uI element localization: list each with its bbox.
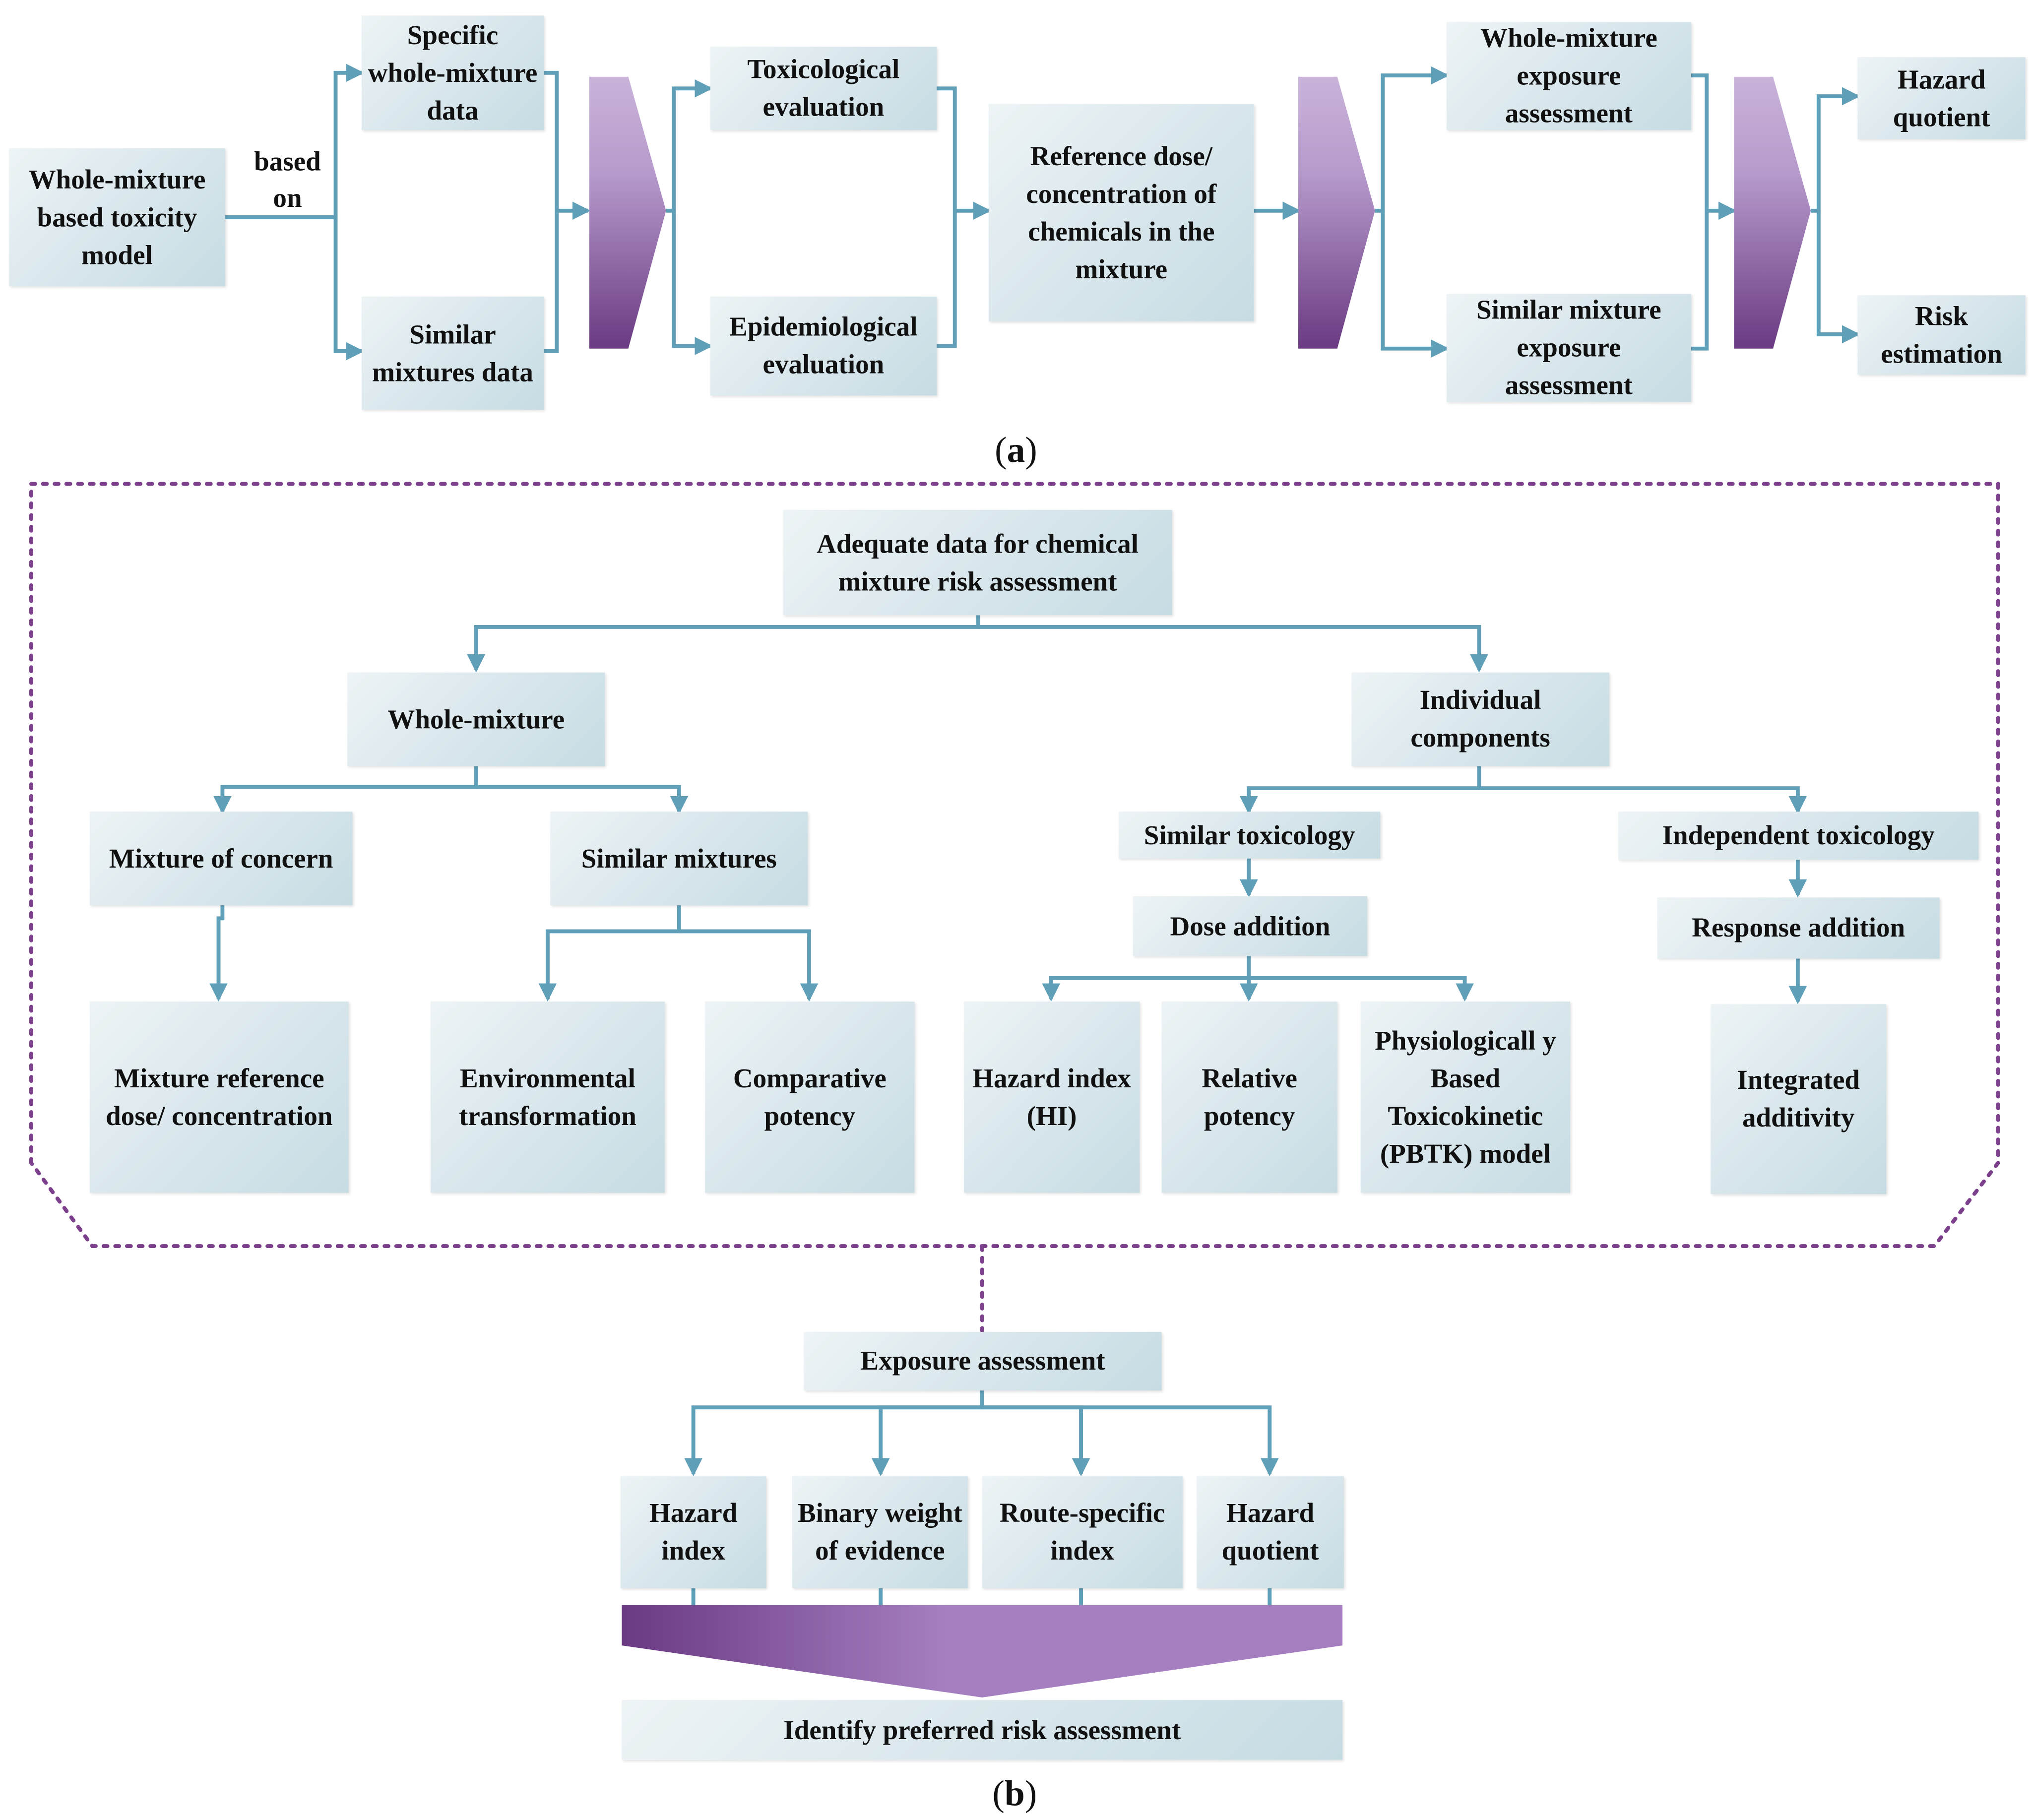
identify-risk-assessment-box: Identify preferred risk assessment bbox=[622, 1700, 1343, 1760]
connector-similar-split bbox=[538, 905, 681, 1002]
whole-mixture-model-box: Whole-mixture based toxicity model bbox=[9, 148, 225, 286]
individual-components-box: Individual components bbox=[1351, 672, 1609, 766]
adequate-data-box: Adequate data for chemical mixture risk … bbox=[783, 509, 1172, 616]
panel-a-label: (a) bbox=[995, 430, 1037, 471]
response-addition-box: Response addition bbox=[1657, 897, 1940, 959]
hazard-quotient-box: Hazard quotient bbox=[1857, 57, 2026, 139]
hazard-quotient-b-box: Hazard quotient bbox=[1197, 1476, 1344, 1588]
similar-exposure-box: Similar mixture exposure assessment bbox=[1446, 294, 1691, 402]
similar-mixtures-box: Similar mixtures bbox=[550, 812, 808, 906]
environmental-transformation-box: Environmental transformation bbox=[430, 1002, 665, 1193]
relative-potency-box: Relative potency bbox=[1161, 1002, 1337, 1193]
independent-toxicology-box: Independent toxicology bbox=[1618, 812, 1979, 860]
whole-mixture-box: Whole-mixture bbox=[347, 672, 605, 766]
connector-exposure-merge bbox=[1691, 73, 1734, 351]
whole-exposure-box: Whole-mixture exposure assessment bbox=[1446, 22, 1691, 130]
connector-model-branch-lower bbox=[333, 217, 365, 361]
specific-data-box: Specific whole-mixture data bbox=[361, 15, 544, 130]
panel-b-label: (b) bbox=[992, 1774, 1037, 1815]
based-on-label: based on bbox=[254, 145, 321, 214]
connector-whole-split-right bbox=[476, 785, 689, 815]
reference-dose-box: Reference dose/ concentration of chemica… bbox=[988, 104, 1254, 321]
dose-addition-box: Dose addition bbox=[1133, 896, 1367, 956]
connector-individual-split bbox=[1239, 766, 1481, 815]
connector-chevron3-split-lower bbox=[1816, 210, 1860, 344]
connector-chevron2-split-lower bbox=[1381, 210, 1450, 358]
pbtk-model-box: Physiologicall y Based Toxicokinetic (PB… bbox=[1360, 1002, 1570, 1193]
connector-adequate-split-right bbox=[978, 625, 1488, 673]
connector-chevron3-split bbox=[1811, 87, 1860, 213]
dotted-group-border bbox=[29, 482, 2000, 1333]
chevron-arrow-1 bbox=[589, 76, 666, 349]
connector-eval-merge bbox=[936, 86, 989, 348]
mixture-of-concern-box: Mixture of concern bbox=[89, 812, 353, 906]
similar-data-box: Similar mixtures data bbox=[361, 296, 544, 410]
epidemiological-evaluation-box: Epidemiological evaluation bbox=[710, 296, 937, 396]
connector-exposure-split-3 bbox=[982, 1405, 1090, 1477]
comparative-potency-box: Comparative potency bbox=[705, 1002, 915, 1193]
connector-chevron1-split bbox=[666, 79, 713, 213]
hazard-index-box: Hazard index bbox=[620, 1476, 766, 1588]
connector-stubs bbox=[691, 1588, 1272, 1605]
integrated-additivity-box: Integrated additivity bbox=[1711, 1004, 1887, 1194]
hazard-index-hi-box: Hazard index (HI) bbox=[964, 1002, 1140, 1193]
connector-exposure-split bbox=[684, 1390, 984, 1477]
chevron-arrow-2 bbox=[1298, 76, 1375, 349]
connector-concern-to-reference bbox=[209, 905, 228, 1002]
connector-exposure-split-2 bbox=[871, 1405, 982, 1477]
connector-similar-split-right bbox=[679, 929, 819, 1002]
connector-chevron2-split bbox=[1375, 66, 1450, 213]
connector-chevron1-split-lower bbox=[672, 210, 713, 355]
risk-estimation-box: Risk estimation bbox=[1857, 295, 2026, 375]
connector-dose-split bbox=[1042, 956, 1251, 1002]
binary-weight-box: Binary weight of evidence bbox=[792, 1476, 968, 1588]
connector-whole-split bbox=[213, 766, 478, 815]
similar-toxicology-box: Similar toxicology bbox=[1119, 812, 1381, 859]
funnel-arrow bbox=[622, 1605, 1343, 1697]
chevron-arrow-3 bbox=[1734, 76, 1811, 349]
connector-individual-split-right bbox=[1479, 786, 1807, 815]
route-specific-box: Route-specific index bbox=[982, 1476, 1183, 1588]
toxicological-evaluation-box: Toxicological evaluation bbox=[710, 47, 937, 130]
connector-model-branch bbox=[225, 63, 365, 219]
connector-adequate-split bbox=[467, 615, 980, 673]
connector-data-to-chevron1 bbox=[544, 70, 588, 353]
connector-exposure-split-4 bbox=[982, 1405, 1279, 1477]
connector-dose-split-right bbox=[1249, 976, 1474, 1002]
mixture-reference-box: Mixture reference dose/ concentration bbox=[89, 1002, 349, 1193]
exposure-assessment-box: Exposure assessment bbox=[804, 1332, 1162, 1391]
